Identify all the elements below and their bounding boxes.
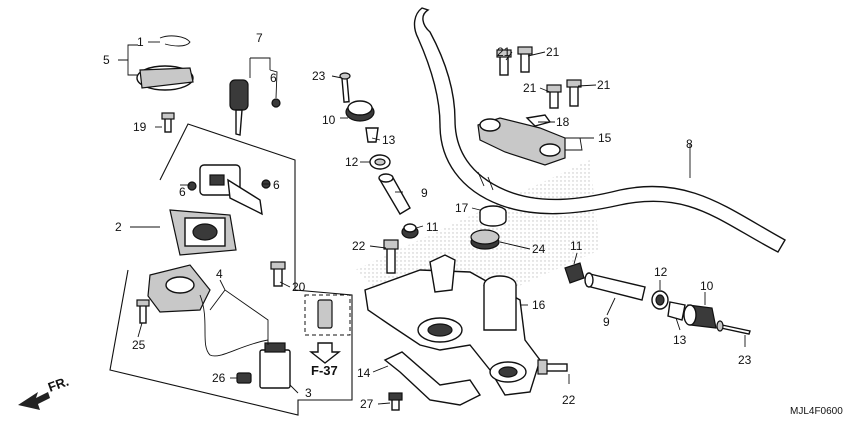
callout-6-b[interactable]: 6 [179, 185, 186, 199]
callout-10-upper[interactable]: 10 [322, 113, 336, 127]
callout-21-a[interactable]: 21 [497, 45, 511, 59]
callout-18[interactable]: 18 [556, 115, 570, 129]
group-frame [109, 123, 353, 416]
callout-labels: 1 2 3 4 5 6 6 6 7 8 9 9 10 10 11 11 12 1… [103, 31, 752, 411]
handlebar-upper-holder[interactable] [477, 114, 566, 166]
key-7[interactable] [229, 79, 249, 136]
callout-11-lower[interactable]: 11 [570, 239, 583, 253]
handlebar-weight-lower[interactable] [683, 304, 717, 329]
collar-12-upper[interactable] [369, 154, 391, 170]
handlebar-weight-upper[interactable] [345, 100, 375, 122]
front-label: FR. [46, 374, 71, 395]
connector-3[interactable] [259, 342, 291, 389]
callout-13-lower[interactable]: 13 [673, 333, 687, 347]
callout-20[interactable]: 20 [292, 280, 306, 294]
callout-8[interactable]: 8 [686, 137, 693, 151]
bolt-21-c[interactable] [546, 84, 562, 109]
callout-15[interactable]: 15 [598, 131, 612, 145]
callout-27[interactable]: 27 [360, 397, 374, 411]
callout-23-lower[interactable]: 23 [738, 353, 752, 367]
callout-14[interactable]: 14 [357, 366, 371, 380]
bracket-14[interactable] [383, 351, 482, 406]
callout-5[interactable]: 5 [103, 53, 110, 67]
grommet-6-b[interactable] [187, 181, 197, 191]
callout-25[interactable]: 25 [132, 338, 146, 352]
callout-16[interactable]: 16 [532, 298, 546, 312]
leader-lines [118, 41, 746, 405]
callout-13-upper[interactable]: 13 [382, 133, 396, 147]
bolt-22-lower[interactable] [537, 359, 568, 375]
stem-cap[interactable] [479, 205, 507, 227]
callout-7[interactable]: 7 [256, 31, 263, 45]
grommet-6-a[interactable] [271, 98, 281, 108]
callout-10-lower[interactable]: 10 [700, 279, 714, 293]
clip-26[interactable] [236, 372, 252, 384]
bolt-23-upper[interactable] [339, 72, 351, 103]
callout-3[interactable]: 3 [305, 386, 312, 400]
inner-weight-9-upper[interactable] [378, 173, 411, 215]
bolt-22-upper[interactable] [383, 239, 399, 274]
callout-22-upper[interactable]: 22 [352, 239, 366, 253]
callout-9-lower[interactable]: 9 [603, 315, 610, 329]
callout-22-lower[interactable]: 22 [562, 393, 576, 407]
callout-26[interactable]: 26 [212, 371, 226, 385]
callout-11-upper[interactable]: 11 [426, 220, 439, 234]
collar-12-lower[interactable] [651, 290, 669, 310]
callout-4[interactable]: 4 [216, 267, 223, 281]
callout-21-b[interactable]: 21 [546, 45, 560, 59]
clip-1[interactable] [159, 35, 191, 47]
callout-6-c[interactable]: 6 [273, 178, 280, 192]
top-bridge[interactable] [364, 254, 541, 396]
diagram-code: MJL4F0600 [790, 406, 843, 417]
callout-21-d[interactable]: 21 [597, 78, 611, 92]
front-arrow [18, 392, 50, 410]
bolt-20[interactable] [270, 261, 286, 287]
bolt-21-b[interactable] [517, 46, 533, 73]
wire-harness-4[interactable] [199, 294, 269, 357]
callout-23-upper[interactable]: 23 [312, 69, 326, 83]
callout-17[interactable]: 17 [455, 201, 469, 215]
bolt-19[interactable] [161, 112, 175, 133]
bolt-23-lower[interactable] [716, 320, 751, 335]
collar-13-lower[interactable] [667, 301, 686, 321]
collar-11-lower[interactable] [564, 262, 585, 284]
bolt-27[interactable] [388, 392, 403, 411]
reference-box[interactable] [304, 294, 351, 364]
stem-nut[interactable] [470, 229, 500, 250]
screw-25[interactable] [136, 299, 150, 324]
callout-2[interactable]: 2 [115, 220, 122, 234]
ignition-switch[interactable] [169, 164, 263, 256]
callout-6-a[interactable]: 6 [270, 71, 277, 85]
switch-base[interactable] [147, 264, 211, 313]
callout-12-upper[interactable]: 12 [345, 155, 359, 169]
bolt-21-d[interactable] [566, 79, 582, 107]
callout-1[interactable]: 1 [137, 35, 144, 49]
reference-label[interactable]: F-37 [311, 363, 338, 378]
cover-5[interactable] [136, 65, 194, 91]
handlebar[interactable] [413, 7, 786, 253]
callout-24[interactable]: 24 [532, 242, 546, 256]
collar-13-upper[interactable] [365, 127, 379, 143]
callout-12-lower[interactable]: 12 [654, 265, 668, 279]
callout-21-c[interactable]: 21 [523, 81, 537, 95]
callout-19[interactable]: 19 [133, 120, 147, 134]
inner-weight-9-lower[interactable] [584, 272, 646, 301]
callout-9-upper[interactable]: 9 [421, 186, 428, 200]
collar-11-upper[interactable] [401, 223, 419, 239]
